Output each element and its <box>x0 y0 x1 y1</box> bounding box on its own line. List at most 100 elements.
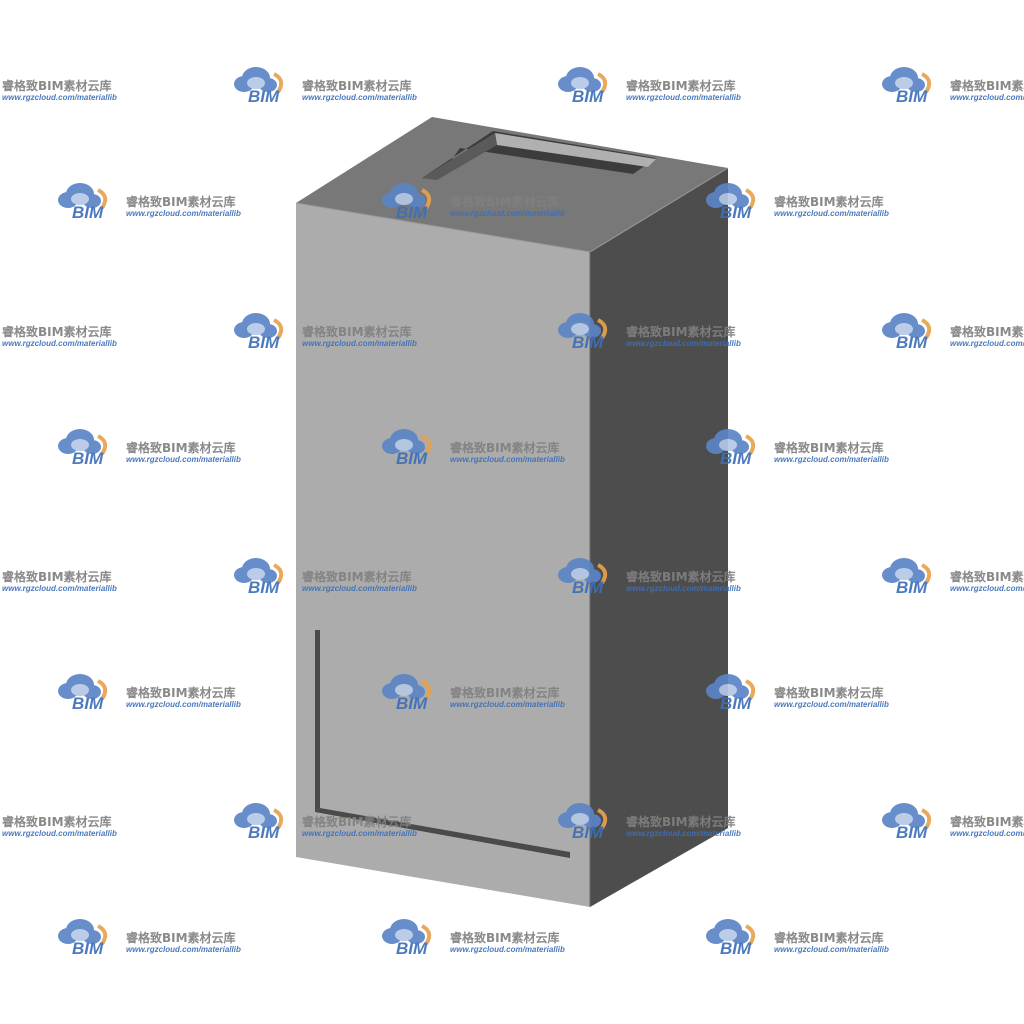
watermark-name: 睿格致BIM素材云库 <box>302 569 412 584</box>
watermark-logo-text: BIM <box>72 203 104 222</box>
watermark-url: www.rgzcloud.com/materiallib <box>126 945 241 954</box>
watermark-logo-text: BIM <box>896 87 928 106</box>
watermark-name: 睿格致BIM素材云库 <box>450 685 560 700</box>
watermark-url: www.rgzcloud.com/materiallib <box>302 93 417 102</box>
watermark-name: 睿格致BIM素材云库 <box>450 440 560 455</box>
watermark-name: 睿格致BIM素材云库 <box>950 814 1024 829</box>
watermark-url: www.rgzcloud.com/materiallib <box>774 209 889 218</box>
watermark-url: www.rgzcloud.com/materiallib <box>450 945 565 954</box>
watermark-tile: BIM睿格致BIM素材云库www.rgzcloud.com/materialli… <box>880 311 1024 352</box>
watermark-name: 睿格致BIM素材云库 <box>2 569 112 584</box>
watermark-logo-text: BIM <box>896 578 928 597</box>
watermark-url: www.rgzcloud.com/materiallib <box>450 700 565 709</box>
watermark-url: www.rgzcloud.com/materiallib <box>2 93 117 102</box>
watermark-logo-text: BIM <box>396 203 428 222</box>
watermark-logo-text: BIM <box>572 87 604 106</box>
watermark-tile: BIM 睿格致BIM素材云库www.rgzcloud.com/materialli… <box>232 556 417 597</box>
watermark-tile: BIM睿格致BIM素材云库www.rgzcloud.com/materialli… <box>704 427 889 468</box>
watermark-tile: BIM睿格致BIM素材云库www.rgzcloud.com/materialli… <box>2 324 117 348</box>
watermark-url: www.rgzcloud.com/materiallib <box>774 700 889 709</box>
watermark-name: 睿格致BIM素材云库 <box>126 440 236 455</box>
watermark-tile: BIM睿格致BIM素材云库www.rgzcloud.com/materialli… <box>56 427 241 468</box>
watermark-tile: BIM 睿格致BIM素材云库www.rgzcloud.com/materialli… <box>232 801 417 842</box>
watermark-url: www.rgzcloud.com/materiallib <box>626 829 741 838</box>
watermark-layer: BIM睿格致BIM素材云库www.rgzcloud.com/materialli… <box>2 65 1024 958</box>
watermark-logo-text: BIM <box>720 694 752 713</box>
watermark-tile: BIM睿格致BIM素材云库www.rgzcloud.com/materialli… <box>2 569 117 593</box>
watermark-url: www.rgzcloud.com/materiallib <box>302 339 417 348</box>
cabinet-front-face <box>296 203 590 907</box>
watermark-url: www.rgzcloud.com/materiallib <box>126 209 241 218</box>
watermark-name: 睿格致BIM素材云库 <box>302 814 412 829</box>
watermark-name: 睿格致BIM素材云库 <box>2 78 112 93</box>
watermark-tile: BIM 睿格致BIM素材云库www.rgzcloud.com/materialli… <box>704 181 889 222</box>
watermark-url: www.rgzcloud.com/materiallib <box>2 829 117 838</box>
watermark-logo-text: BIM <box>572 333 604 352</box>
watermark-url: www.rgzcloud.com/materiallib <box>450 209 565 218</box>
watermark-logo-text: BIM <box>896 333 928 352</box>
watermark-tile: BIM睿格致BIM素材云库www.rgzcloud.com/materialli… <box>556 801 741 842</box>
watermark-name: 睿格致BIM素材云库 <box>126 930 236 945</box>
watermark-url: www.rgzcloud.com/materiallib <box>2 339 117 348</box>
watermark-tile: BIM 睿格致BIM素材云库www.rgzcloud.com/materialli… <box>556 65 741 106</box>
watermark-name: 睿格致BIM素材云库 <box>2 324 112 339</box>
watermark-name: 睿格致BIM素材云库 <box>126 194 236 209</box>
watermark-tile: BIM 睿格致BIM素材云库www.rgzcloud.com/materialli… <box>880 801 1024 842</box>
watermark-url: www.rgzcloud.com/materiallib <box>2 584 117 593</box>
watermark-url: www.rgzcloud.com/materiallib <box>950 93 1024 102</box>
watermark-tile: BIM睿格致BIM素材云库www.rgzcloud.com/materialli… <box>2 814 117 838</box>
watermark-tile: BIM 睿格致BIM素材云库www.rgzcloud.com/materialli… <box>704 672 889 713</box>
watermark-logo-text: BIM <box>572 823 604 842</box>
watermark-url: www.rgzcloud.com/materiallib <box>774 455 889 464</box>
watermark-name: 睿格致BIM素材云库 <box>2 814 112 829</box>
watermark-logo-text: BIM <box>720 203 752 222</box>
watermark-logo-text: BIM <box>720 449 752 468</box>
watermark-url: www.rgzcloud.com/materiallib <box>950 584 1024 593</box>
watermark-name: 睿格致BIM素材云库 <box>126 685 236 700</box>
watermark-tile: BIM睿格致BIM素材云库www.rgzcloud.com/materialli… <box>232 311 417 352</box>
watermark-url: www.rgzcloud.com/materiallib <box>626 93 741 102</box>
watermark-logo-text: BIM <box>396 939 428 958</box>
watermark-tile: BIM睿格致BIM素材云库www.rgzcloud.com/materialli… <box>380 672 565 713</box>
watermark-tile: BIM睿格致BIM素材云库www.rgzcloud.com/materialli… <box>380 181 565 222</box>
cabinet-door-gap <box>315 630 570 858</box>
cabinet <box>295 117 729 907</box>
cabinet-top-face <box>296 117 728 252</box>
watermark-logo-text: BIM <box>396 449 428 468</box>
cabinet-side-face <box>590 168 728 907</box>
watermark-tile: BIM 睿格致BIM素材云库www.rgzcloud.com/materialli… <box>880 65 1024 106</box>
watermark-logo-text: BIM <box>248 578 280 597</box>
watermark-name: 睿格致BIM素材云库 <box>450 930 560 945</box>
watermark-url: www.rgzcloud.com/materiallib <box>950 339 1024 348</box>
watermark-name: 睿格致BIM素材云库 <box>774 930 884 945</box>
watermark-tile: BIM睿格致BIM素材云库www.rgzcloud.com/materialli… <box>556 311 741 352</box>
watermark-url: www.rgzcloud.com/materiallib <box>950 829 1024 838</box>
watermark-tile: BIM 睿格致BIM素材云库www.rgzcloud.com/materialli… <box>380 917 565 958</box>
watermark-url: www.rgzcloud.com/materiallib <box>774 945 889 954</box>
watermark-name: 睿格致BIM素材云库 <box>950 78 1024 93</box>
watermark-logo-text: BIM <box>72 449 104 468</box>
watermark-name: 睿格致BIM素材云库 <box>774 685 884 700</box>
watermark-url: www.rgzcloud.com/materiallib <box>302 829 417 838</box>
watermark-name: 睿格致BIM素材云库 <box>302 78 412 93</box>
watermark-name: 睿格致BIM素材云库 <box>626 78 736 93</box>
watermark-tile: BIM睿格致BIM素材云库www.rgzcloud.com/materialli… <box>2 78 117 102</box>
watermark-tile: BIM 睿格致BIM素材云库www.rgzcloud.com/materialli… <box>56 181 241 222</box>
watermark-tile: BIM 睿格致BIM素材云库www.rgzcloud.com/materialli… <box>56 917 241 958</box>
watermark-logo-text: BIM <box>72 939 104 958</box>
watermark-url: www.rgzcloud.com/materiallib <box>450 455 565 464</box>
watermark-name: 睿格致BIM素材云库 <box>774 194 884 209</box>
watermark-name: 睿格致BIM素材云库 <box>626 569 736 584</box>
watermark-url: www.rgzcloud.com/materiallib <box>626 339 741 348</box>
watermark-url: www.rgzcloud.com/materiallib <box>626 584 741 593</box>
watermark-url: www.rgzcloud.com/materiallib <box>302 584 417 593</box>
watermark-tile: BIM睿格致BIM素材云库www.rgzcloud.com/materialli… <box>880 556 1024 597</box>
watermark-tile: BIM 睿格致BIM素材云库www.rgzcloud.com/materialli… <box>704 917 889 958</box>
watermark-logo-text: BIM <box>72 694 104 713</box>
watermark-logo-text: BIM <box>896 823 928 842</box>
watermark-logo-text: BIM <box>248 823 280 842</box>
watermark-logo-text: BIM <box>720 939 752 958</box>
watermark-url: www.rgzcloud.com/materiallib <box>126 700 241 709</box>
watermark-logo-text: BIM <box>248 87 280 106</box>
